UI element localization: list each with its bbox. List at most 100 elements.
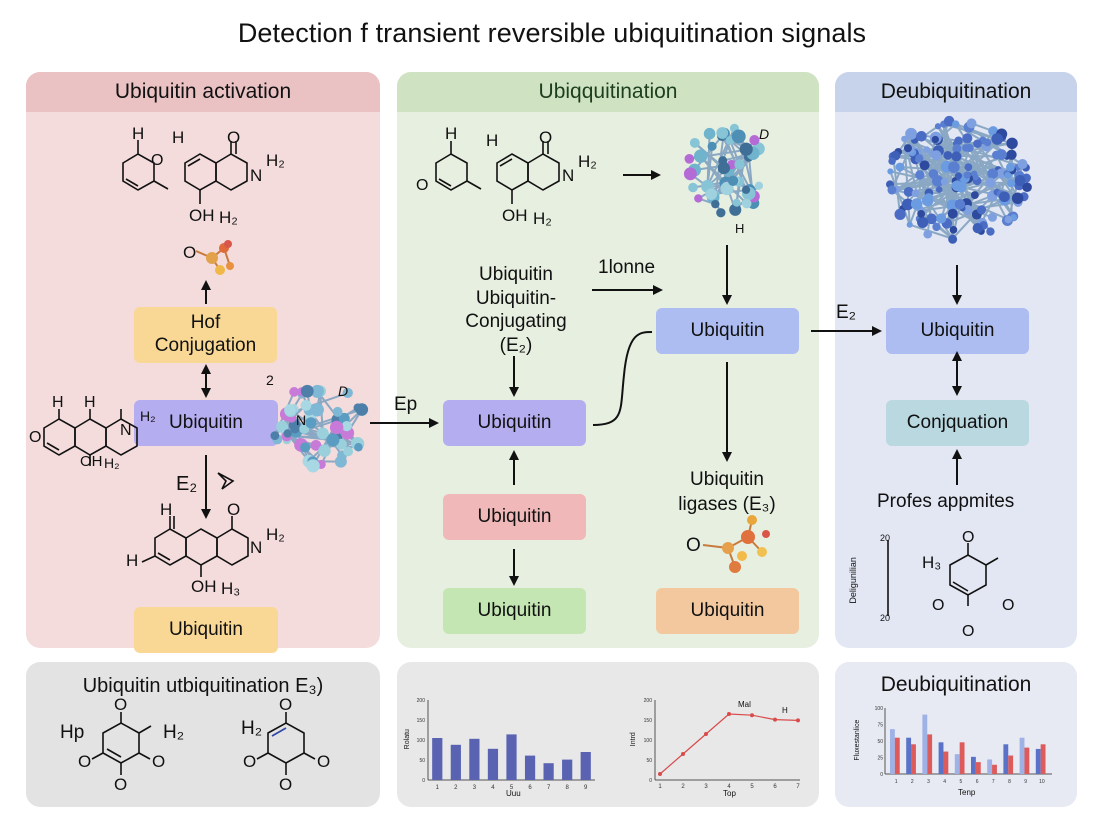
structure-ubiquitination	[435, 141, 560, 204]
atom-n-3: N	[250, 538, 263, 557]
molecule-atom	[910, 198, 923, 210]
page-title: Detection f transient reversible ubiquit…	[237, 18, 867, 48]
molecule-atom	[716, 208, 726, 218]
bar-chart-ytick: 150	[417, 718, 426, 724]
molecule-atom	[917, 209, 926, 218]
molecule-atom	[951, 151, 962, 162]
bottom-chart-panel	[397, 662, 819, 807]
molecule-atom	[326, 433, 340, 447]
atom-o-5: O	[416, 177, 429, 194]
bar-chart-xtick: 2	[454, 785, 458, 791]
molecule-atom	[943, 115, 955, 127]
grouped-chart-xtick: 1	[895, 779, 898, 785]
bar-chart-ytick: 0	[422, 778, 425, 784]
structure-bottom-left-a	[91, 712, 152, 775]
molecule-atom	[310, 403, 324, 417]
conjugating-e2-label: Ubiquitin Ubiquitin- Conjugating (E₂)	[465, 264, 567, 356]
atom-o-2: O	[227, 128, 241, 147]
molecule-atom	[705, 188, 718, 200]
grouped-chart-xtick: 9	[1024, 779, 1027, 785]
atom-o-14: O	[78, 752, 92, 771]
grouped-chart-bar	[1024, 747, 1030, 774]
ubiquitin-box-bottom: Ubiquitin	[134, 607, 278, 653]
atom-h2-5: H₂	[266, 525, 285, 544]
atom-h2-4: H₂	[104, 455, 120, 471]
atom-o-molecule: O	[183, 243, 197, 262]
atom-o-16: O	[279, 695, 293, 714]
atom-o-6: O	[539, 128, 553, 147]
molecule-atom	[741, 185, 751, 194]
molecule-atom	[996, 168, 1007, 179]
line-chart-point	[796, 718, 800, 723]
bar-chart-xtick: 5	[510, 785, 514, 791]
bottom-left-panel: Ubiquitin utbiquitination E₃)	[26, 662, 380, 807]
molecule-atom	[911, 189, 920, 198]
molecule-atom	[962, 133, 973, 144]
molecule-bond	[892, 156, 902, 215]
molecule-atom	[972, 223, 983, 234]
molecule-atom	[343, 446, 354, 457]
atom-h2-9: H₂	[241, 718, 263, 739]
line-chart-point	[658, 772, 662, 776]
molecule-atom	[991, 133, 1004, 145]
molecule-bond	[955, 123, 998, 140]
molecule-atom	[903, 186, 914, 197]
molecule-atom	[754, 181, 764, 190]
grouped-chart-xtick: 2	[911, 779, 914, 785]
grouped-chart-xlabel: Tenp	[958, 788, 976, 797]
ubiquitin-ligases-label: Ubiquitin ligases (E₃)	[678, 469, 776, 515]
atom-o-11: O	[962, 529, 975, 546]
molecule-atom	[734, 159, 745, 170]
molecule-orange-ligases	[702, 515, 770, 573]
ubiquitin-box-ubiquitination: Ubiquitin	[443, 400, 586, 446]
line-chart-xtick: 4	[727, 784, 731, 790]
grouped-chart-bar	[959, 742, 965, 774]
structure-bottom-left-b	[256, 712, 316, 775]
molecule-atom	[300, 384, 314, 398]
molecule-atom	[684, 154, 695, 164]
line-chart-xtick: 5	[750, 784, 754, 790]
molecule-atom	[923, 229, 933, 239]
molecule-atom	[749, 135, 760, 146]
grouped-chart-xtick: 5	[960, 779, 963, 785]
molecule-atom	[1006, 149, 1017, 160]
grouped-chart-xtick: 10	[1039, 779, 1045, 785]
atom-d-label: D	[338, 383, 349, 399]
line-chart-xtick: 7	[796, 784, 800, 790]
atom-h2-7: H₂	[533, 209, 552, 228]
molecule-atom	[947, 208, 958, 219]
molecule-atom	[948, 234, 958, 244]
molecule-atom	[270, 431, 280, 441]
molecule-atom	[964, 163, 973, 172]
triangle-icon	[217, 472, 235, 490]
atom-h3-1: H₃	[221, 579, 241, 598]
molecule-atom	[931, 150, 942, 161]
molecule-atom	[903, 144, 913, 153]
atom-oh-3: OH	[191, 577, 217, 596]
bottom-right-panel: Deubiquitination	[835, 662, 1077, 807]
molecule-atom	[739, 142, 753, 156]
atom-oh-1: OH	[189, 206, 215, 225]
molecule-atom	[306, 459, 320, 473]
molecule-atom	[332, 406, 343, 417]
molecule-atom	[284, 404, 296, 416]
bar-chart-xtick: 9	[584, 785, 588, 791]
ubiquitin-box-activation: Ubiquitin	[134, 400, 278, 446]
molecule-atom	[999, 191, 1010, 203]
atom-o-3: O	[29, 429, 42, 446]
grouped-chart-bar	[1019, 737, 1025, 774]
molecule-atom	[949, 226, 958, 234]
molecule-atom	[732, 198, 741, 207]
atom-h2-6: H₂	[578, 152, 597, 171]
grouped-chart-xtick: 3	[927, 779, 930, 785]
grouped-chart-ylabel: Fluxestanlice	[854, 719, 862, 761]
molecule-atom	[983, 138, 992, 147]
molecule-atom	[972, 174, 979, 181]
molecule-atom	[943, 151, 953, 160]
molecule-atom	[353, 403, 363, 413]
molecule-atom	[906, 221, 913, 228]
line-chart-ytick: 50	[646, 758, 652, 764]
molecule-atom	[316, 427, 329, 440]
atom-h-7: H	[445, 124, 458, 143]
